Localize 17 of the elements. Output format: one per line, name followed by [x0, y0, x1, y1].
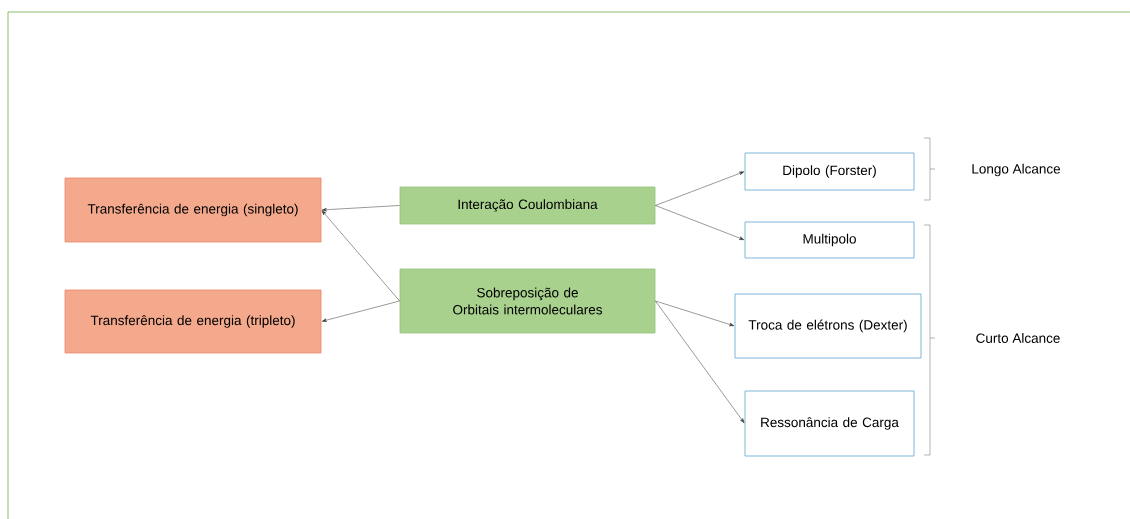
process-box: Sobreposição de Orbitais intermoleculares	[399, 268, 656, 334]
process-box: Troca de elétrons (Dexter)	[734, 293, 922, 359]
process-box: Ressonância de Carga	[744, 390, 915, 457]
arrow	[321, 210, 400, 302]
range-label: Curto Alcance	[976, 333, 1060, 343]
process-box: Interação Coulombiana	[399, 186, 656, 225]
process-box: Multipolo	[744, 221, 915, 259]
process-box: Transferência de energia (singleto)	[64, 177, 322, 243]
range-label: Longo Alcance	[972, 163, 1061, 177]
process-box: Dipolo (Forster)	[744, 152, 915, 191]
arrow	[655, 300, 735, 327]
arrow	[321, 205, 400, 212]
arrow	[321, 300, 400, 322]
process-box: Transferência de energia (tripleto)	[64, 289, 322, 354]
arrow	[655, 300, 745, 424]
arrow	[655, 171, 745, 206]
arrow	[655, 205, 745, 240]
